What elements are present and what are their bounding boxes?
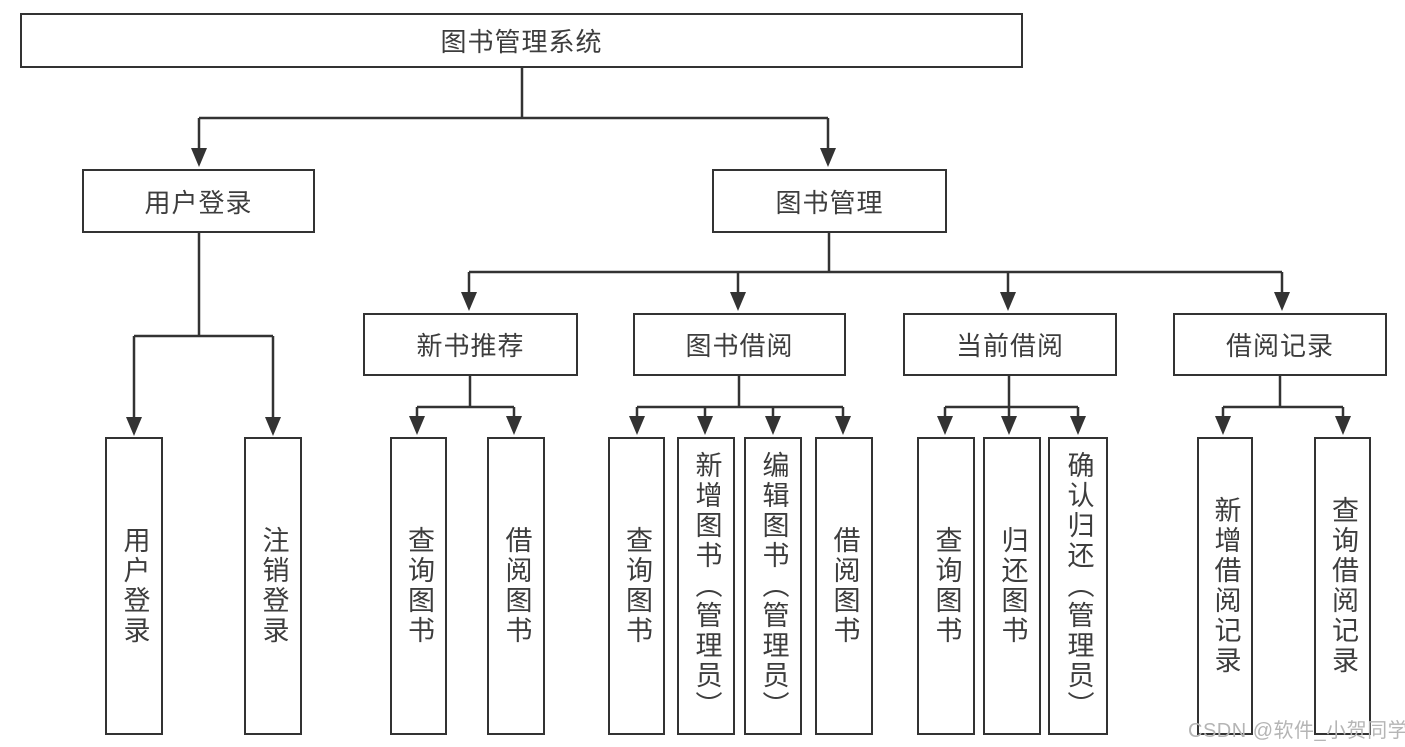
- leaf-logout-login: 注销登录: [244, 437, 302, 735]
- arrowhead: [461, 292, 477, 311]
- arrowhead: [506, 416, 522, 435]
- arrowhead: [126, 417, 142, 436]
- arrowhead: [1001, 416, 1017, 435]
- arrowhead: [730, 292, 746, 311]
- arrowhead: [937, 416, 953, 435]
- leaf-query-borrowing-record: 查询借阅记录: [1314, 437, 1371, 735]
- arrowhead: [1335, 416, 1351, 435]
- leaf-return-books: 归还图书: [983, 437, 1041, 735]
- csdn-watermark: CSDN @软件_小贺同学: [1188, 720, 1405, 742]
- leaf-query-books-recommendation: 查询图书: [390, 437, 447, 735]
- node-user-login: 用户登录: [82, 169, 315, 233]
- leaf-borrow-books-borrowing: 借阅图书: [815, 437, 873, 735]
- arrowhead: [1215, 416, 1231, 435]
- leaf-query-books-current: 查询图书: [917, 437, 975, 735]
- arrowhead: [1000, 292, 1016, 311]
- arrowhead: [820, 148, 836, 167]
- node-root: 图书管理系统: [20, 13, 1023, 68]
- leaf-add-borrowing-record: 新增借阅记录: [1197, 437, 1253, 735]
- arrowhead: [265, 417, 281, 436]
- arrowhead: [835, 416, 851, 435]
- leaf-user-login: 用户登录: [105, 437, 163, 735]
- leaf-edit-book-admin: 编辑图书（管理员）: [744, 437, 802, 735]
- arrowhead: [697, 416, 713, 435]
- leaf-add-book-admin: 新增图书（管理员）: [677, 437, 735, 735]
- connector-shafts: [132, 68, 1345, 419]
- leaf-confirm-return-admin: 确认归还（管理员）: [1048, 437, 1108, 735]
- leaf-borrow-books-recommendation: 借阅图书: [487, 437, 545, 735]
- node-borrowing-records: 借阅记录: [1173, 313, 1387, 376]
- arrowhead: [765, 416, 781, 435]
- node-book-borrowing: 图书借阅: [633, 313, 846, 376]
- arrowhead: [191, 148, 207, 167]
- node-new-book-recommendation: 新书推荐: [363, 313, 578, 376]
- node-book-management: 图书管理: [712, 169, 947, 233]
- arrowhead: [629, 416, 645, 435]
- leaf-query-books-borrowing: 查询图书: [608, 437, 665, 735]
- node-current-borrowing: 当前借阅: [903, 313, 1117, 376]
- arrowhead: [1070, 416, 1086, 435]
- arrowhead: [409, 416, 425, 435]
- arrowhead: [1274, 292, 1290, 311]
